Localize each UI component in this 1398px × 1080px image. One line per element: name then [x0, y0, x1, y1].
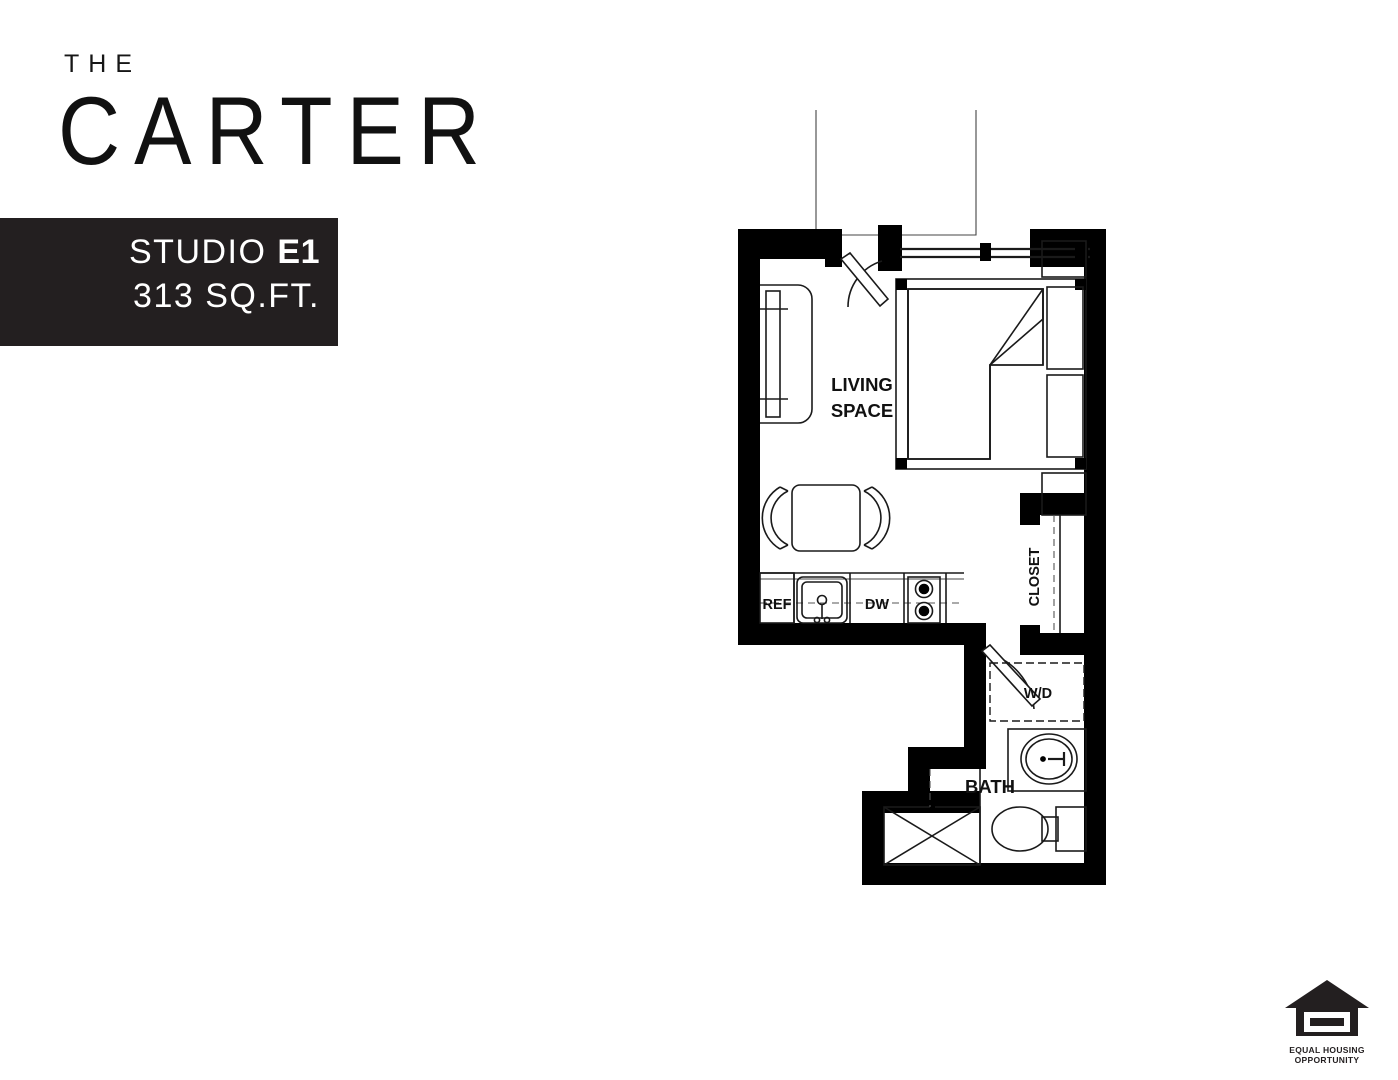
entry-door: [839, 251, 890, 308]
brand-logo: THE CARTER: [58, 50, 480, 183]
closet-walls: [1020, 493, 1086, 655]
brand-the-text: THE: [64, 50, 141, 78]
bed-queen: [895, 278, 1087, 470]
cooktop: [907, 576, 941, 624]
exterior-walls: [738, 225, 1106, 885]
plan-area: 313 SQ.FT.: [133, 277, 320, 316]
closet-interior: CLOSET: [1027, 515, 1061, 633]
toilet: [991, 806, 1087, 852]
dishwasher: DW: [865, 597, 889, 613]
balcony-outline: [815, 110, 977, 236]
washer-dryer: W/D: [989, 662, 1085, 722]
window: [900, 243, 1090, 261]
nightstand-bottom: [1041, 472, 1087, 516]
floorplan-drawing: .wall { fill:#000000; } .thin { fill:non…: [690, 95, 1180, 915]
living-space-label: LIVING SPACE: [831, 374, 893, 421]
dining-table: [791, 484, 861, 552]
washer-dryer-label: W/D: [1024, 686, 1052, 702]
bathroom-door: [980, 643, 1042, 710]
svg-text:BATH: BATH: [965, 776, 1015, 797]
bath-room-label: BATH: [965, 776, 1015, 797]
plan-name-code: E1: [277, 233, 320, 271]
refrigerator: REF: [759, 572, 795, 624]
dining-chair-right: [863, 486, 891, 550]
sofa: [760, 284, 813, 424]
dishwasher-label: DW: [865, 597, 889, 613]
plan-label-bar: STUDIO E1 313 SQ.FT.: [0, 218, 338, 346]
plan-name-prefix: STUDIO: [129, 233, 278, 271]
refrigerator-label: REF: [763, 597, 792, 613]
nightstand-top: [1041, 240, 1087, 278]
shower: [883, 769, 981, 866]
dining-chair-left: [761, 486, 789, 550]
closet-label: CLOSET: [1027, 547, 1043, 606]
plan-name: STUDIO E1: [0, 230, 320, 274]
svg-text:LIVING: LIVING: [831, 374, 893, 395]
bathroom-sink: [1007, 728, 1087, 792]
kitchen-sink: [796, 576, 848, 624]
svg-text:SPACE: SPACE: [831, 400, 893, 421]
eho-line1: EQUAL HOUSING: [1289, 1045, 1365, 1055]
eho-line2: OPPORTUNITY: [1294, 1054, 1360, 1065]
eho-house-icon: [1285, 980, 1369, 1036]
brand-carter-text: CARTER: [58, 77, 495, 186]
